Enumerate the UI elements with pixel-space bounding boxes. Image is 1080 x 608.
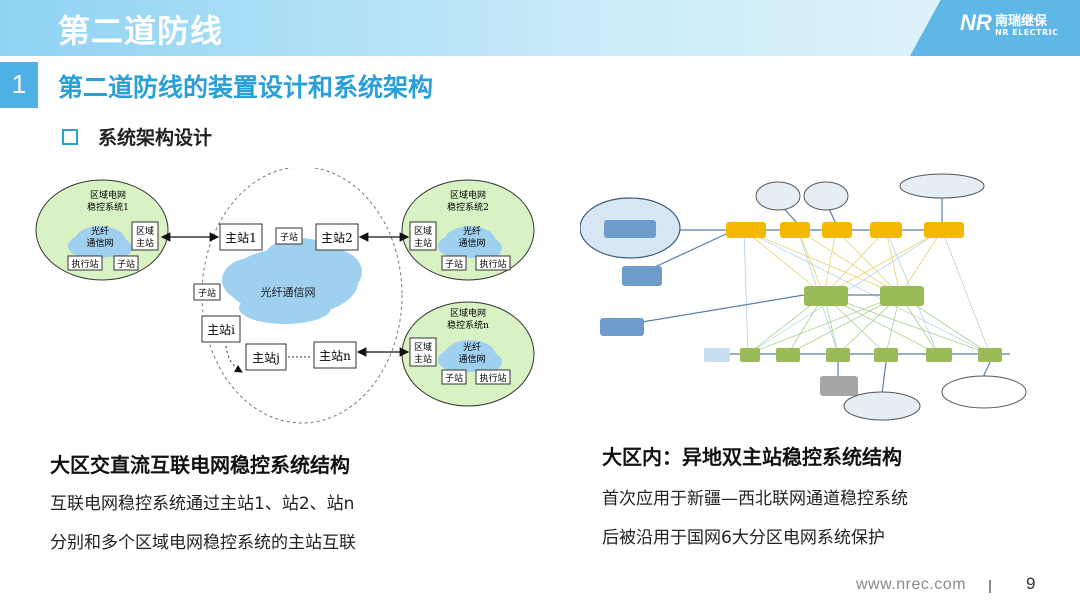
master-station-j [245, 343, 287, 371]
master-station-i-label: 主站i [207, 323, 235, 337]
orange-node-5 [924, 222, 964, 238]
orange-node-2 [780, 222, 810, 238]
section-title: 第二道防线的装置设计和系统架构 [58, 73, 434, 102]
region-n-master-b: 主站 [414, 353, 432, 365]
bottom-node-3 [776, 348, 800, 362]
footer-divider [989, 580, 991, 593]
region-2-cloud-b: 通信网 [458, 237, 485, 249]
region-1-cloud-b: 通信网 [86, 237, 113, 249]
master-station-n-label: 主站n [319, 349, 351, 363]
master-node-b [880, 286, 924, 306]
region-system-n: 区域电网 稳控系统n 光纤 通信网 区域 主站 子站 执行站 [401, 301, 535, 407]
bottom-ellipse-1 [843, 391, 921, 421]
region-n-exec: 执行站 [479, 372, 506, 384]
center-substation-top-label: 子站 [280, 231, 298, 243]
logo-en: NR ELECTRIC [995, 28, 1059, 37]
region-n-master-a: 区域 [414, 341, 432, 353]
region-n-name: 区域电网 [450, 307, 486, 319]
dual-master-network-diagram [580, 173, 1027, 421]
center-boundary [201, 168, 403, 424]
remote-center-node [604, 220, 656, 238]
page-number: 9 [1026, 574, 1036, 593]
bottom-ellipse-2 [941, 375, 1027, 409]
region-2-name: 区域电网 [450, 189, 486, 201]
region-2-exec: 执行站 [479, 258, 506, 270]
region-2-sub: 子站 [445, 258, 463, 270]
orange-node-3 [822, 222, 852, 238]
center-substation-left [193, 283, 221, 301]
master-station-j-label: 主站j [252, 351, 280, 365]
blue-node-1 [622, 266, 662, 286]
center-cloud-label: 光纤通信网 [261, 285, 316, 299]
region-n-cloud-b: 通信网 [458, 353, 485, 365]
region-system-2: 区域电网 稳控系统2 光纤 通信网 区域 主站 子站 执行站 [401, 179, 535, 281]
region-1-cloud-a: 光纤 [91, 225, 109, 237]
footer-url: www.nrec.com [856, 576, 967, 593]
left-caption-line-1: 互联电网稳控系统通过主站1、站2、站n [50, 494, 355, 514]
bottom-node-5 [874, 348, 898, 362]
region-1-sub: 子站 [117, 258, 135, 270]
mesh-links-green [747, 294, 991, 355]
bottom-node-2 [740, 348, 760, 362]
section-number: 1 [0, 62, 38, 108]
right-caption-line-1: 首次应用于新疆—西北联网通道稳控系统 [602, 489, 908, 509]
region-1-name: 区域电网 [90, 189, 126, 201]
bottom-node-6 [926, 348, 952, 362]
region-1-system: 稳控系统1 [87, 201, 129, 213]
blue-node-2 [600, 318, 644, 336]
top-ellipse-2 [803, 181, 849, 211]
bottom-node-4 [826, 348, 850, 362]
region-1-master-b: 主站 [136, 237, 154, 249]
region-1-exec: 执行站 [71, 258, 98, 270]
top-ellipse-3 [899, 173, 985, 199]
left-caption-title: 大区交直流互联电网稳控系统结构 [50, 453, 350, 477]
logo-cn: 南瑞继保 [995, 14, 1048, 29]
region-2-cloud-a: 光纤 [463, 225, 481, 237]
region-2-master-a: 区域 [414, 225, 432, 237]
region-2-system: 稳控系统2 [447, 201, 489, 213]
bottom-node-1 [704, 348, 730, 362]
center-cloud [222, 238, 362, 324]
left-caption-line-2: 分别和多个区域电网稳控系统的主站互联 [50, 533, 356, 553]
master-node-a [804, 286, 848, 306]
region-n-cloud-a: 光纤 [463, 341, 481, 353]
company-logo: NR 南瑞继保 NR ELECTRIC [910, 0, 1080, 56]
ellipsis-arc [225, 345, 243, 373]
region-1-master-a: 区域 [136, 225, 154, 237]
square-bullet-icon [62, 129, 78, 145]
right-caption-title: 大区内：异地双主站稳控系统结构 [602, 445, 902, 469]
region-system-1: 区域电网 稳控系统1 光纤 通信网 区域 主站 执行站 子站 [35, 179, 169, 281]
master-station-i [201, 315, 241, 343]
mesh-links-yellow [743, 229, 943, 296]
subsection-title: 系统架构设计 [98, 127, 213, 149]
region-n-system: 稳控系统n [447, 319, 489, 331]
page-title: 第二道防线 [58, 12, 224, 50]
master-station-2-label: 主站2 [321, 231, 353, 245]
region-2-master-b: 主站 [414, 237, 432, 249]
orange-node-1 [726, 222, 766, 238]
header-bar: 第二道防线 NR 南瑞继保 NR ELECTRIC [0, 0, 1080, 56]
logo-mark: NR [960, 10, 992, 35]
master-station-1-label: 主站1 [225, 231, 257, 245]
master-station-2 [315, 223, 359, 251]
right-caption-line-2: 后被沿用于国网6大分区电网系统保护 [602, 528, 885, 548]
bottom-node-7 [978, 348, 1002, 362]
top-ellipse-1 [755, 181, 801, 211]
master-station-1 [219, 223, 263, 251]
region-n-sub: 子站 [445, 372, 463, 384]
center-substation-left-label: 子站 [198, 287, 216, 299]
grey-node [820, 376, 858, 396]
master-station-n [313, 341, 357, 369]
orange-node-4 [870, 222, 902, 238]
interconnected-grid-diagram: 光纤通信网 主站1 子站 主站2 子站 主站i 主站j 主站n 区域电网 稳控系… [35, 168, 535, 424]
center-substation-top [275, 227, 303, 245]
